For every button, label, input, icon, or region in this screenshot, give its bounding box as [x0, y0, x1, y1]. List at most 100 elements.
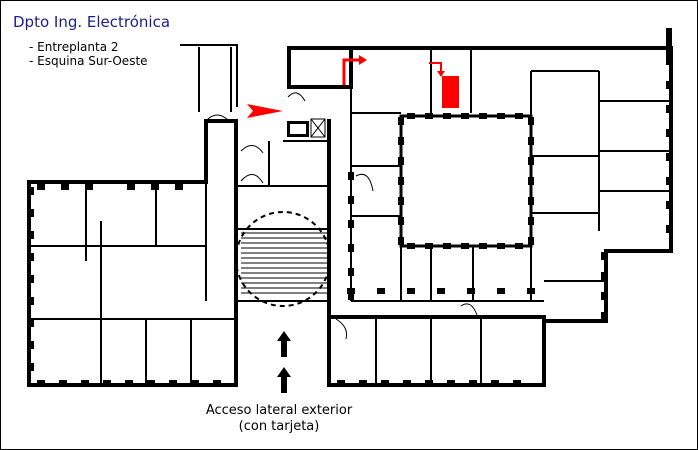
window-block: [28, 363, 34, 371]
window-block: [81, 380, 89, 386]
doors: [205, 92, 478, 340]
window-block: [61, 184, 69, 190]
window-block: [479, 113, 487, 119]
window-block: [348, 172, 354, 180]
window-block: [443, 113, 451, 119]
window-block: [191, 380, 199, 386]
window-block: [28, 275, 34, 283]
window-block: [407, 288, 415, 294]
access-label: Acceso lateral exterior: [205, 403, 353, 418]
window-block: [398, 177, 404, 185]
window-block: [213, 380, 221, 386]
window-block: [59, 380, 67, 386]
window-block: [348, 268, 354, 276]
window-block: [125, 380, 133, 386]
window-block: [398, 217, 404, 225]
window-block: [497, 243, 505, 249]
windows: [28, 57, 672, 386]
window-block: [601, 312, 607, 320]
window-block: [377, 288, 385, 294]
window-block: [147, 380, 155, 386]
route-arrow-1: [342, 55, 367, 85]
window-block: [666, 201, 672, 209]
window-block: [398, 157, 404, 165]
window-block: [515, 243, 523, 249]
window-block: [28, 319, 34, 327]
window-block: [497, 113, 505, 119]
window-block: [528, 157, 534, 165]
window-block: [28, 231, 34, 239]
window-block: [513, 380, 521, 386]
route-arrow-2: [429, 62, 445, 77]
window-block: [28, 209, 34, 217]
map-title: Dpto Ing. Electrónica: [13, 13, 171, 31]
window-block: [601, 292, 607, 300]
window-block: [398, 137, 404, 145]
window-block: [359, 380, 367, 386]
corner-note: - Esquina Sur-Oeste: [29, 54, 148, 68]
window-block: [479, 243, 487, 249]
window-block: [403, 380, 411, 386]
window-block: [467, 288, 475, 294]
window-block: [37, 184, 45, 190]
window-block: [348, 244, 354, 252]
window-block: [443, 243, 451, 249]
window-block: [528, 217, 534, 225]
interior-walls: [29, 48, 671, 385]
window-block: [175, 184, 183, 190]
window-block: [666, 81, 672, 89]
window-block: [28, 253, 34, 261]
window-block: [527, 288, 535, 294]
window-block: [407, 113, 415, 119]
window-block: [601, 272, 607, 280]
window-block: [127, 184, 135, 190]
window-block: [447, 380, 455, 386]
window-block: [398, 197, 404, 205]
staircase: [235, 211, 331, 307]
window-block: [347, 288, 355, 294]
window-block: [497, 288, 505, 294]
window-block: [151, 184, 159, 190]
window-block: [398, 117, 404, 125]
access-note: (con tarjeta): [238, 419, 320, 434]
window-block: [28, 187, 34, 195]
window-block: [666, 105, 672, 113]
window-block: [491, 380, 499, 386]
window-block: [528, 237, 534, 245]
window-block: [528, 117, 534, 125]
window-block: [666, 129, 672, 137]
window-block: [425, 113, 433, 119]
window-block: [28, 297, 34, 305]
window-block: [37, 380, 45, 386]
window-block: [666, 57, 672, 65]
window-block: [425, 380, 433, 386]
window-block: [348, 196, 354, 204]
entry-arrow: [247, 104, 283, 118]
window-block: [601, 252, 607, 260]
window-block: [85, 184, 93, 190]
window-block: [28, 341, 34, 349]
window-block: [437, 288, 445, 294]
window-block: [528, 197, 534, 205]
window-block: [515, 113, 523, 119]
window-block: [528, 137, 534, 145]
window-block: [666, 177, 672, 185]
window-block: [461, 243, 469, 249]
window-block: [469, 380, 477, 386]
destination-room-marker: [442, 76, 459, 108]
floor-note: - Entreplanta 2: [29, 40, 119, 54]
window-block: [169, 380, 177, 386]
window-block: [337, 380, 345, 386]
window-block: [348, 292, 354, 300]
window-block: [398, 237, 404, 245]
window-block: [666, 153, 672, 161]
window-block: [461, 113, 469, 119]
lift: [287, 118, 326, 138]
window-block: [103, 380, 111, 386]
window-block: [666, 225, 672, 233]
window-block: [381, 380, 389, 386]
window-block: [407, 243, 415, 249]
access-arrows: [277, 331, 291, 393]
